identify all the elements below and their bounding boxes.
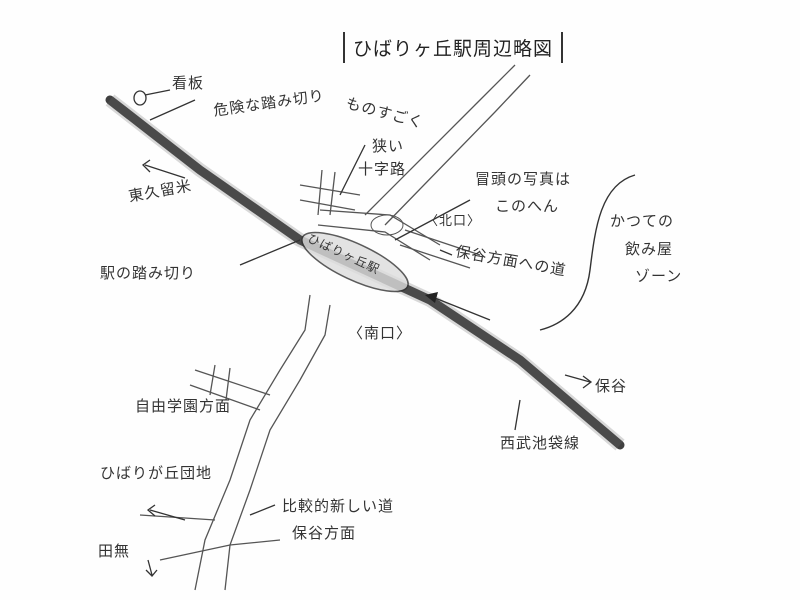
label-north-exit: 〈北口〉 — [425, 214, 482, 229]
pointer-line-station-crossing — [239, 239, 301, 266]
lower-road-tanashi — [159, 539, 281, 561]
label-tanashi: 田無 — [98, 542, 131, 560]
label-narrow-3: 十字路 — [358, 160, 407, 178]
pointer-line-dangerous-crossing — [149, 99, 196, 121]
label-seibu-line: 西武池袋線 — [500, 434, 581, 452]
road-to-hoya — [399, 229, 481, 269]
pointer-line-sign — [144, 89, 171, 96]
label-jiyu-gakuen: 自由学園方面 — [135, 397, 232, 415]
arrow-tanashi-icon — [145, 559, 158, 577]
label-narrow-2: 狭い — [372, 137, 405, 155]
label-bar-zone-2: 飲み屋 — [625, 240, 674, 258]
jiyu-gakuen-road — [189, 364, 271, 411]
label-sign: 看板 — [172, 74, 205, 92]
arrow-to-hoya-road-icon — [439, 249, 453, 256]
arrow-danchi-icon — [146, 504, 186, 521]
south-road — [194, 294, 331, 591]
label-hoya: 保谷 — [595, 377, 628, 395]
arrow-higashikurume-icon — [141, 159, 186, 179]
map-title: ひばりヶ丘駅周辺略図 — [343, 32, 564, 63]
pointer-line-new-road — [249, 504, 276, 516]
station-building — [301, 231, 409, 293]
label-station-crossing: 駅の踏み切り — [100, 264, 197, 282]
label-new-road-1: 比較的新しい道 — [282, 497, 395, 515]
label-photo-spot-2: このへん — [495, 197, 560, 215]
pointer-line-narrow-crossroad — [339, 144, 366, 196]
pointer-line-photo-spot — [394, 199, 471, 241]
signboard-icon — [133, 90, 147, 106]
label-new-road-2: 保谷方面 — [292, 524, 357, 542]
arrows-and-pointers — [133, 89, 593, 577]
label-bar-zone-3: ゾーン — [635, 267, 683, 285]
north-road — [364, 64, 531, 226]
north-exit-circle — [370, 214, 404, 236]
bar-zone-boundary — [539, 174, 636, 331]
label-photo-spot-1: 冒頭の写真は — [475, 170, 572, 188]
label-south-exit: 〈南口〉 — [348, 324, 413, 342]
label-hibarigaoka-danchi: ひばりが丘団地 — [100, 464, 213, 482]
pointer-line-to-hoya-road — [429, 295, 491, 321]
arrow-hoya-icon — [564, 374, 593, 389]
arrow-head-icon — [425, 292, 438, 303]
pointer-line-seibu-line — [514, 399, 521, 431]
label-bar-zone-1: かつての — [610, 212, 675, 230]
